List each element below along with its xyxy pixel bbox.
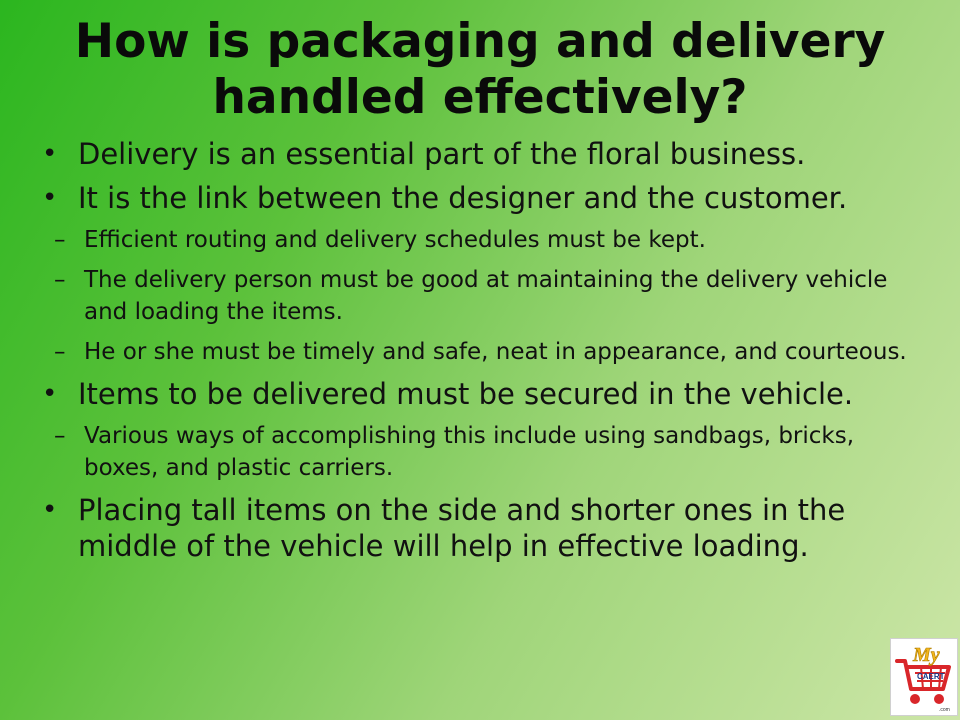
mycaert-logo: My CAERT .com xyxy=(890,638,958,716)
bullet-marker: • xyxy=(42,379,58,409)
bullet-list: • Placing tall items on the side and sho… xyxy=(42,492,932,564)
title-line-1: How is packaging and delivery xyxy=(74,14,886,69)
sub-bullet-text: He or she must be timely and safe, neat … xyxy=(84,339,907,365)
title-line-2: handled effectively? xyxy=(212,70,748,125)
sub-bullet-item: – Various ways of accomplishing this inc… xyxy=(42,420,932,484)
logo-my-text: My xyxy=(912,644,940,666)
bullet-item: • Items to be delivered must be secured … xyxy=(42,376,932,412)
sub-bullet-marker: – xyxy=(54,339,66,365)
sub-bullet-list: – Efficient routing and delivery schedul… xyxy=(42,224,932,368)
bullet-list: • Items to be delivered must be secured … xyxy=(42,376,932,412)
sub-bullet-marker: – xyxy=(54,267,66,293)
bullet-text: It is the link between the designer and … xyxy=(78,181,848,215)
sub-bullet-text: Various ways of accomplishing this inclu… xyxy=(84,423,855,481)
logo-caert-text: CAERT xyxy=(917,672,945,681)
shopping-cart-icon: My CAERT .com xyxy=(895,644,951,713)
bullet-marker: • xyxy=(42,183,58,213)
bullet-text: Items to be delivered must be secured in… xyxy=(78,377,854,411)
sub-bullet-item: – Efficient routing and delivery schedul… xyxy=(42,224,932,256)
sub-bullet-text: Efficient routing and delivery schedules… xyxy=(84,227,706,253)
sub-bullet-item: – He or she must be timely and safe, nea… xyxy=(42,336,932,368)
logo-com-text: .com xyxy=(939,707,950,713)
slide-content: • Delivery is an essential part of the f… xyxy=(42,136,932,572)
slide-title: How is packaging and delivery handled ef… xyxy=(20,14,940,126)
sub-bullet-text: The delivery person must be good at main… xyxy=(84,267,888,325)
bullet-item: • It is the link between the designer an… xyxy=(42,180,932,216)
bullet-marker: • xyxy=(42,139,58,169)
bullet-text: Placing tall items on the side and short… xyxy=(78,493,846,563)
bullet-list: • Delivery is an essential part of the f… xyxy=(42,136,932,216)
bullet-text: Delivery is an essential part of the flo… xyxy=(78,137,806,171)
sub-bullet-marker: – xyxy=(54,227,66,253)
sub-bullet-marker: – xyxy=(54,423,66,449)
bullet-item: • Placing tall items on the side and sho… xyxy=(42,492,932,564)
sub-bullet-item: – The delivery person must be good at ma… xyxy=(42,264,932,328)
sub-bullet-list: – Various ways of accomplishing this inc… xyxy=(42,420,932,484)
bullet-item: • Delivery is an essential part of the f… xyxy=(42,136,932,172)
bullet-marker: • xyxy=(42,495,58,525)
